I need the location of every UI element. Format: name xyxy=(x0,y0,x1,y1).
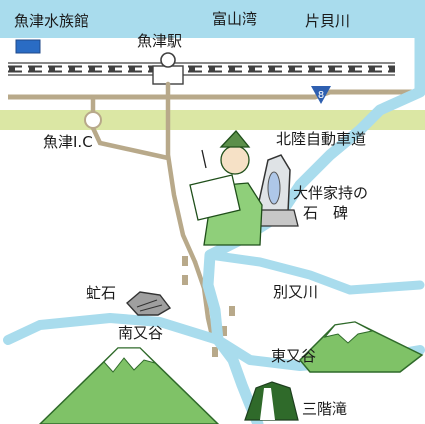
station-circle-icon xyxy=(160,52,176,68)
aquarium-label: 魚津水族館 xyxy=(14,12,90,30)
stone-monument-label: 大伴家持の 石 碑 xyxy=(293,183,368,224)
rock-icon xyxy=(125,291,172,316)
toyama-bay-label: 富山湾 xyxy=(212,10,258,28)
betsumata-river-label: 別又川 xyxy=(273,283,319,301)
route-sign-icon: 8 xyxy=(311,86,331,104)
station-label: 魚津駅 xyxy=(137,32,183,50)
station-platform-icon xyxy=(152,65,184,85)
route-number-text: 8 xyxy=(318,90,324,101)
stone-monument-label-line2: 石 碑 xyxy=(303,204,349,223)
expressway-label: 北陸自動車道 xyxy=(276,130,367,148)
railway-line xyxy=(8,62,395,76)
road-dashes xyxy=(182,256,235,357)
higashi-matadani-label: 東又谷 xyxy=(271,347,317,365)
poet-figure-icon xyxy=(189,130,263,246)
katakai-river-label: 片貝川 xyxy=(305,12,351,30)
expressway-band xyxy=(0,110,425,130)
toyama-bay-water xyxy=(0,0,425,38)
waterfall-icon xyxy=(244,381,299,421)
aquarium-marker-icon xyxy=(15,39,41,54)
mountain-icon xyxy=(38,321,424,424)
interchange-label: 魚津I.C xyxy=(43,133,93,151)
stone-monument-label-line1: 大伴家持の xyxy=(293,184,369,202)
interchange-circle-icon xyxy=(84,111,102,129)
minami-matadani-label: 南又谷 xyxy=(118,324,164,342)
national-road xyxy=(8,89,420,100)
sankai-falls-label: 三階滝 xyxy=(302,400,348,418)
mizuchi-stone-label: 虻石 xyxy=(86,284,117,302)
